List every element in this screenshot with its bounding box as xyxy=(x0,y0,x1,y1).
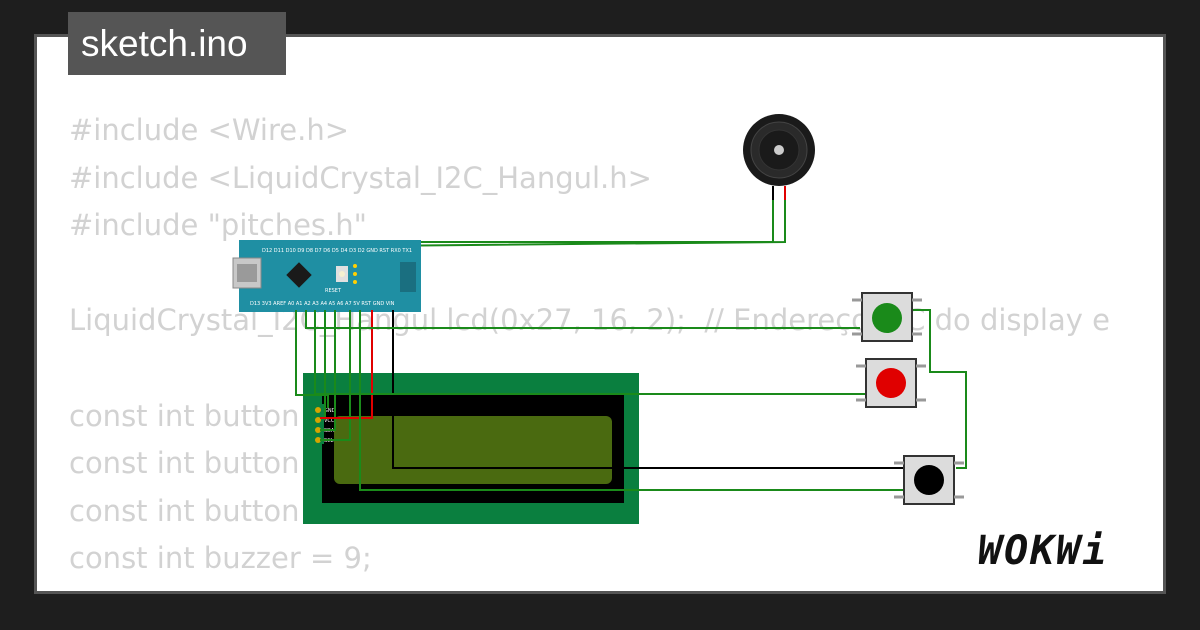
buzzer-wires xyxy=(288,186,786,247)
arduino-nano-board[interactable]: D12 D11 D10 D9 D8 D7 D6 D5 D4 D3 D2 GND … xyxy=(232,240,421,312)
code-line: const int buzzer = 9; xyxy=(69,541,372,576)
code-line: const int button xyxy=(69,446,300,481)
lcd-display[interactable]: GND VCC SDA SCL xyxy=(303,373,639,524)
wokwi-logo: WOKWi xyxy=(978,528,1109,574)
code-line: #include "pitches.h" xyxy=(69,208,367,243)
bottom-pin-labels: D13 3V3 AREF A0 A1 A2 A3 A4 A5 A6 A7 5V … xyxy=(250,301,395,307)
buzzer[interactable] xyxy=(743,114,815,186)
lcd-pin-vcc: VCC xyxy=(324,418,335,424)
code-line: bool ultimoDefinidaprfoi xyxy=(69,583,1110,591)
mcu-chip xyxy=(286,262,312,288)
lcd-pin-gnd: GND xyxy=(324,408,336,414)
code-line: #include <LiquidCrystal_I2C_Hangul.h> xyxy=(69,160,652,195)
code-line: const int button xyxy=(69,398,300,433)
button-red[interactable] xyxy=(856,358,926,408)
code-line: #include <Wire.h> xyxy=(69,113,350,147)
file-tab[interactable]: sketch.ino xyxy=(68,12,286,75)
code-line: const int button xyxy=(69,493,300,528)
lcd-wires xyxy=(295,309,967,491)
button-green[interactable] xyxy=(852,292,922,342)
top-pin-labels: D12 D11 D10 D9 D8 D7 D6 D5 D4 D3 D2 GND … xyxy=(262,248,412,254)
button-black[interactable] xyxy=(894,455,964,505)
reset-label: RESET xyxy=(325,288,342,294)
